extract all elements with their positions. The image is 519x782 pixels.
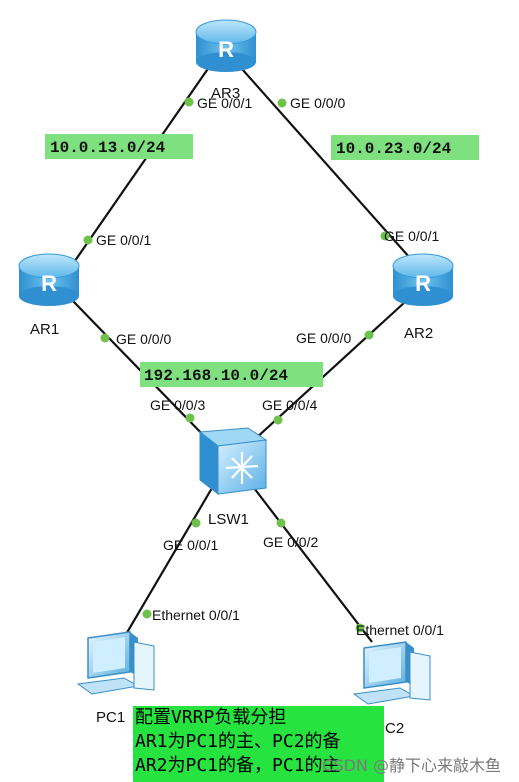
port-dot bbox=[142, 609, 152, 619]
port-dot bbox=[83, 235, 93, 245]
link-lsw1-pc1 bbox=[124, 487, 213, 637]
port-label-ar1-g000: GE 0/0/0 bbox=[116, 331, 171, 347]
device-label-lsw1: LSW1 bbox=[208, 511, 249, 528]
device-label-pc1: PC1 bbox=[96, 709, 125, 726]
port-label-ar2-g001: GE 0/0/1 bbox=[384, 228, 439, 244]
port-label-ar1-g001: GE 0/0/1 bbox=[96, 232, 151, 248]
port-dot bbox=[364, 330, 374, 340]
network-label-13: 10.0.13.0/24 bbox=[50, 139, 166, 157]
link-ar3-ar1 bbox=[69, 59, 215, 269]
port-label-pc1-eth: Ethernet 0/0/1 bbox=[152, 607, 240, 623]
port-dot bbox=[191, 518, 201, 528]
port-label-ar3-g001: GE 0/0/1 bbox=[197, 95, 252, 111]
port-dot bbox=[276, 518, 286, 528]
pc1-icon[interactable] bbox=[76, 631, 155, 695]
port-dot bbox=[277, 98, 287, 108]
note-line-2: AR1为PC1的主、PC2的备 bbox=[135, 731, 341, 752]
port-dots bbox=[83, 97, 390, 633]
port-dot bbox=[380, 231, 390, 241]
port-dot bbox=[185, 413, 195, 423]
port-label-lsw-g002: GE 0/0/2 bbox=[263, 534, 318, 550]
device-label-ar2: AR2 bbox=[404, 325, 433, 342]
port-dot bbox=[355, 623, 365, 633]
port-label-pc2-eth: Ethernet 0/0/1 bbox=[356, 622, 444, 638]
link-lsw1-pc2 bbox=[253, 487, 373, 643]
port-label-lsw-g001: GE 0/0/1 bbox=[163, 537, 218, 553]
watermark: CSDN @静下心来敲木鱼 bbox=[322, 756, 501, 775]
svg-text:R: R bbox=[218, 37, 234, 62]
svg-text:R: R bbox=[415, 271, 431, 296]
network-labels: 10.0.13.0/24 10.0.23.0/24 192.168.10.0/2… bbox=[45, 134, 479, 387]
port-label-ar3-g000: GE 0/0/0 bbox=[290, 95, 345, 111]
network-label-23: 10.0.23.0/24 bbox=[336, 140, 452, 158]
note-line-3: AR2为PC1的备，PC1的主 bbox=[135, 755, 341, 776]
vrrp-note: 配置VRRP负载分担 AR1为PC1的主、PC2的备 AR2为PC1的备，PC1… bbox=[133, 706, 384, 782]
router-ar1-icon[interactable]: R bbox=[18, 253, 80, 306]
port-dot bbox=[184, 97, 194, 107]
port-label-lsw-g004: GE 0/0/4 bbox=[262, 397, 317, 413]
port-label-ar2-g000: GE 0/0/0 bbox=[296, 330, 351, 346]
note-line-1: 配置VRRP负载分担 bbox=[135, 707, 287, 728]
device-label-ar1: AR1 bbox=[30, 321, 59, 338]
switch-lsw1-icon[interactable] bbox=[198, 427, 268, 496]
router-ar2-icon[interactable]: R bbox=[392, 253, 454, 306]
svg-text:R: R bbox=[41, 271, 57, 296]
router-ar3-icon[interactable]: R bbox=[195, 19, 257, 72]
pc2-icon[interactable] bbox=[352, 641, 431, 705]
device-label-ar3: AR3 bbox=[211, 85, 240, 102]
link-ar3-ar2 bbox=[233, 59, 411, 259]
port-label-lsw-g003: GE 0/0/3 bbox=[150, 397, 205, 413]
network-label-lan: 192.168.10.0/24 bbox=[144, 367, 288, 385]
port-dot bbox=[100, 333, 110, 343]
port-dot bbox=[273, 415, 283, 425]
